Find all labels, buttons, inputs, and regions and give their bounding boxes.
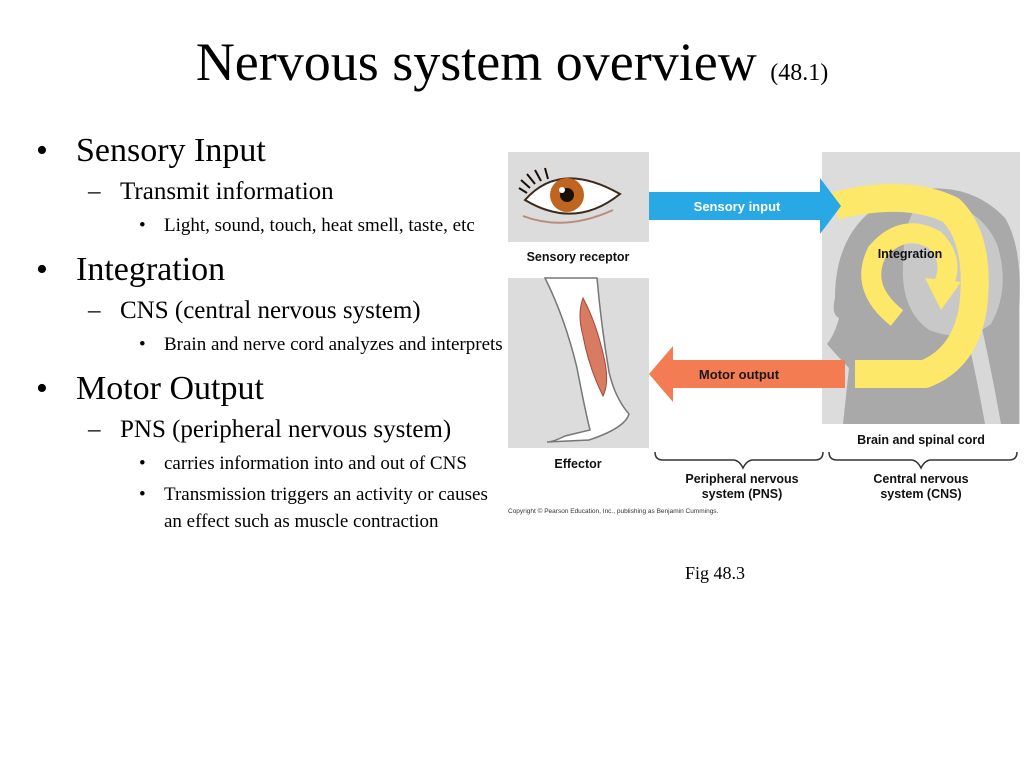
- motor-output-label: Motor output: [699, 367, 780, 382]
- subbullet-text: PNS (peripheral nervous system): [120, 416, 452, 443]
- title-reference: (48.1): [770, 60, 829, 86]
- cns-brace: [828, 451, 1018, 470]
- bullet-integration: • Integration: [36, 249, 506, 291]
- sensory-receptor-label: Sensory receptor: [527, 250, 630, 264]
- pns-label-line2: system (PNS): [702, 487, 783, 501]
- eye-icon: [518, 167, 622, 224]
- sub-marker: •: [139, 334, 146, 355]
- bullet-sensory-input: • Sensory Input: [36, 130, 506, 172]
- sub-marker: •: [139, 215, 146, 236]
- dash-marker: –: [88, 178, 101, 205]
- slide-title: Nervous system overview (48.1): [0, 30, 1024, 105]
- effector-label: Effector: [554, 457, 601, 471]
- integration-loop: [831, 183, 989, 388]
- detail-carries-info: • carries information into and out of CN…: [36, 450, 506, 477]
- pns-label-line1: Peripheral nervous: [685, 472, 798, 486]
- detail-text: carries information into and out of CNS: [164, 453, 467, 474]
- figure-caption: Fig 48.3: [684, 563, 745, 583]
- subbullet-transmit: – Transmit information: [36, 176, 506, 208]
- detail-transmission: • Transmission triggers an activity or c…: [36, 481, 506, 535]
- dash-marker: –: [88, 297, 101, 324]
- detail-text: Light, sound, touch, heat smell, taste, …: [164, 215, 475, 236]
- detail-text: Transmission triggers an activity or cau…: [164, 484, 488, 532]
- sub-marker: •: [139, 453, 146, 474]
- copyright-notice: Copyright © Pearson Education, Inc., pub…: [508, 507, 719, 515]
- bullet-text: Integration: [76, 251, 226, 288]
- leg-icon: [543, 277, 630, 443]
- bullet-marker: •: [36, 132, 48, 169]
- sensory-input-arrow: Sensory input: [649, 178, 841, 234]
- title-text: Nervous system overview: [195, 32, 757, 92]
- detail-senses: • Light, sound, touch, heat smell, taste…: [36, 212, 506, 239]
- bullet-marker: •: [36, 251, 48, 288]
- bullet-motor-output: • Motor Output: [36, 368, 506, 410]
- bullet-text: Sensory Input: [76, 132, 266, 169]
- detail-text: Brain and nerve cord analyzes and interp…: [164, 334, 503, 355]
- sensory-input-label: Sensory input: [694, 199, 781, 214]
- subbullet-text: CNS (central nervous system): [120, 297, 421, 324]
- cns-label-line1: Central nervous: [873, 472, 968, 486]
- subbullet-pns: – PNS (peripheral nervous system): [36, 414, 506, 446]
- subbullet-text: Transmit information: [120, 178, 334, 205]
- nervous-system-diagram: Sensory receptor Effector Integration Se…: [508, 152, 1020, 515]
- bullet-marker: •: [36, 370, 48, 407]
- detail-brain-analyzes: • Brain and nerve cord analyzes and inte…: [36, 331, 506, 358]
- motor-output-arrow: Motor output: [649, 346, 845, 402]
- bullet-text: Motor Output: [76, 370, 264, 407]
- subbullet-cns: – CNS (central nervous system): [36, 295, 506, 327]
- dash-marker: –: [88, 416, 101, 443]
- cns-label-line2: system (CNS): [880, 487, 961, 501]
- integration-label: Integration: [878, 247, 943, 261]
- brain-spinal-label: Brain and spinal cord: [857, 433, 985, 447]
- pns-brace: [654, 451, 824, 470]
- bullet-outline: • Sensory Input – Transmit information •…: [36, 130, 506, 535]
- sub-marker: •: [139, 484, 146, 505]
